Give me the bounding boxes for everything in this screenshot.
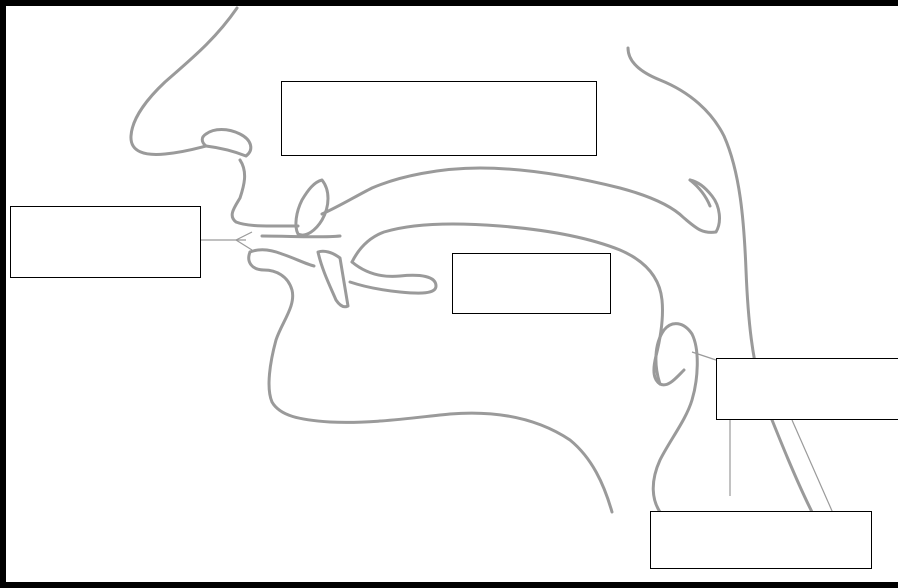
label-box-nasal-cavity[interactable] xyxy=(281,81,597,156)
label-box-epiglottis[interactable] xyxy=(716,358,898,420)
label-box-lips[interactable] xyxy=(10,206,201,278)
leader-line-left-upper xyxy=(235,231,253,241)
lower-lip-outline xyxy=(247,250,614,514)
tongue-tip-outline xyxy=(348,260,438,295)
label-box-tongue[interactable] xyxy=(452,253,611,314)
pharynx-outline xyxy=(626,46,832,533)
inner-palate-outline xyxy=(260,234,342,239)
hard-palate-outline xyxy=(320,166,721,234)
nostril-outline xyxy=(200,128,253,158)
nose-outline xyxy=(129,6,239,156)
leader-line-bottom-right xyxy=(791,419,837,521)
leader-line-left-lower xyxy=(235,239,253,251)
lip-inner-outline xyxy=(248,248,316,268)
label-box-throat[interactable] xyxy=(650,511,872,569)
upper-lip-outline xyxy=(230,158,300,228)
upper-teeth-outline xyxy=(294,178,330,237)
leader-line-right xyxy=(691,351,717,361)
soft-palate-outline xyxy=(688,178,712,208)
tongue-outline xyxy=(350,222,686,387)
epiglottis-outline xyxy=(651,322,699,514)
lower-teeth-outline xyxy=(316,249,350,309)
